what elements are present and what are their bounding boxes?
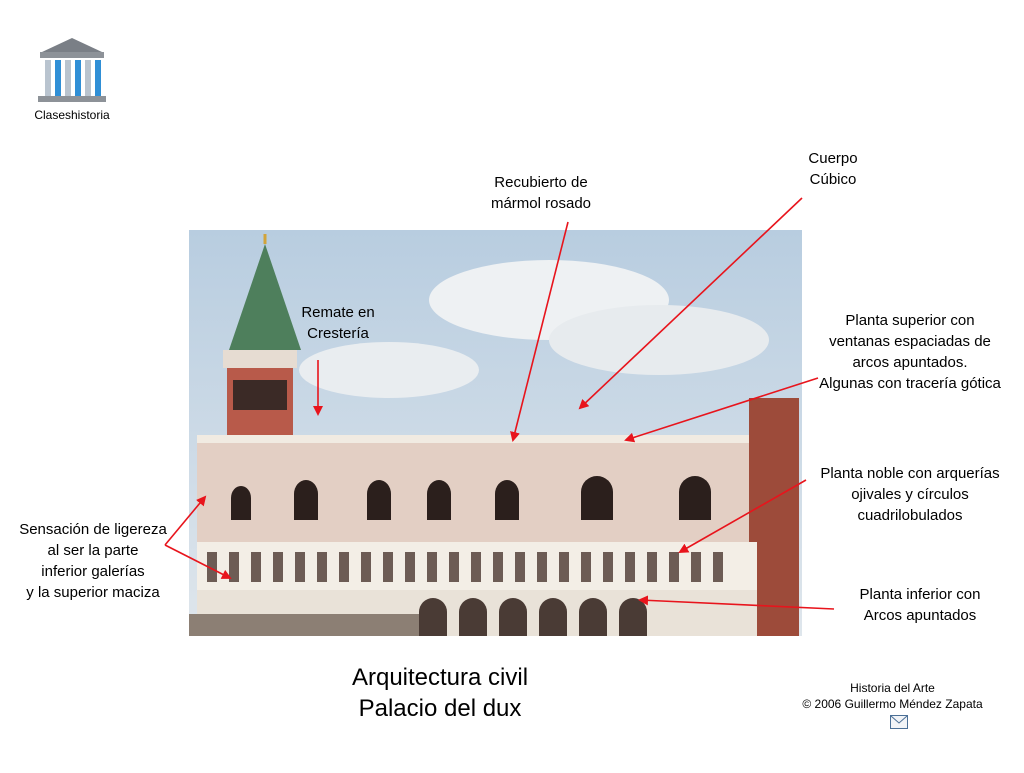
temple-logo-icon [36, 36, 108, 104]
footer-copyright: © 2006 Guillermo Méndez Zapata [802, 697, 983, 711]
label-planta-superior: Planta superior con ventanas espaciadas … [819, 312, 1001, 392]
label-remate-cresteria: Remate en Crestería [301, 304, 375, 342]
slide-title: Arquitectura civil Palacio del dux [290, 662, 590, 724]
label-cuerpo-cubico: Cuerpo Cúbico [808, 150, 858, 188]
label-planta-noble: Planta noble con arquerías ojivales y cí… [820, 465, 1000, 524]
label-planta-inferior: Planta inferior con Arcos apuntados [859, 586, 981, 624]
footer-course: Historia del Arte [850, 681, 935, 695]
title-line-1: Arquitectura civil [351, 664, 529, 691]
footer-credits: Historia del Arte © 2006 Guillermo Ménde… [770, 680, 1015, 712]
logo-caption: Claseshistoria [34, 108, 110, 122]
label-marmol-rosado: Recubierto de mármol rosado [490, 174, 592, 212]
mail-icon[interactable] [890, 715, 908, 729]
title-line-2: Palacio del dux [358, 695, 522, 722]
label-sensacion-ligereza: Sensación de ligereza al ser la parte in… [19, 521, 167, 601]
palace-photo [189, 230, 802, 636]
